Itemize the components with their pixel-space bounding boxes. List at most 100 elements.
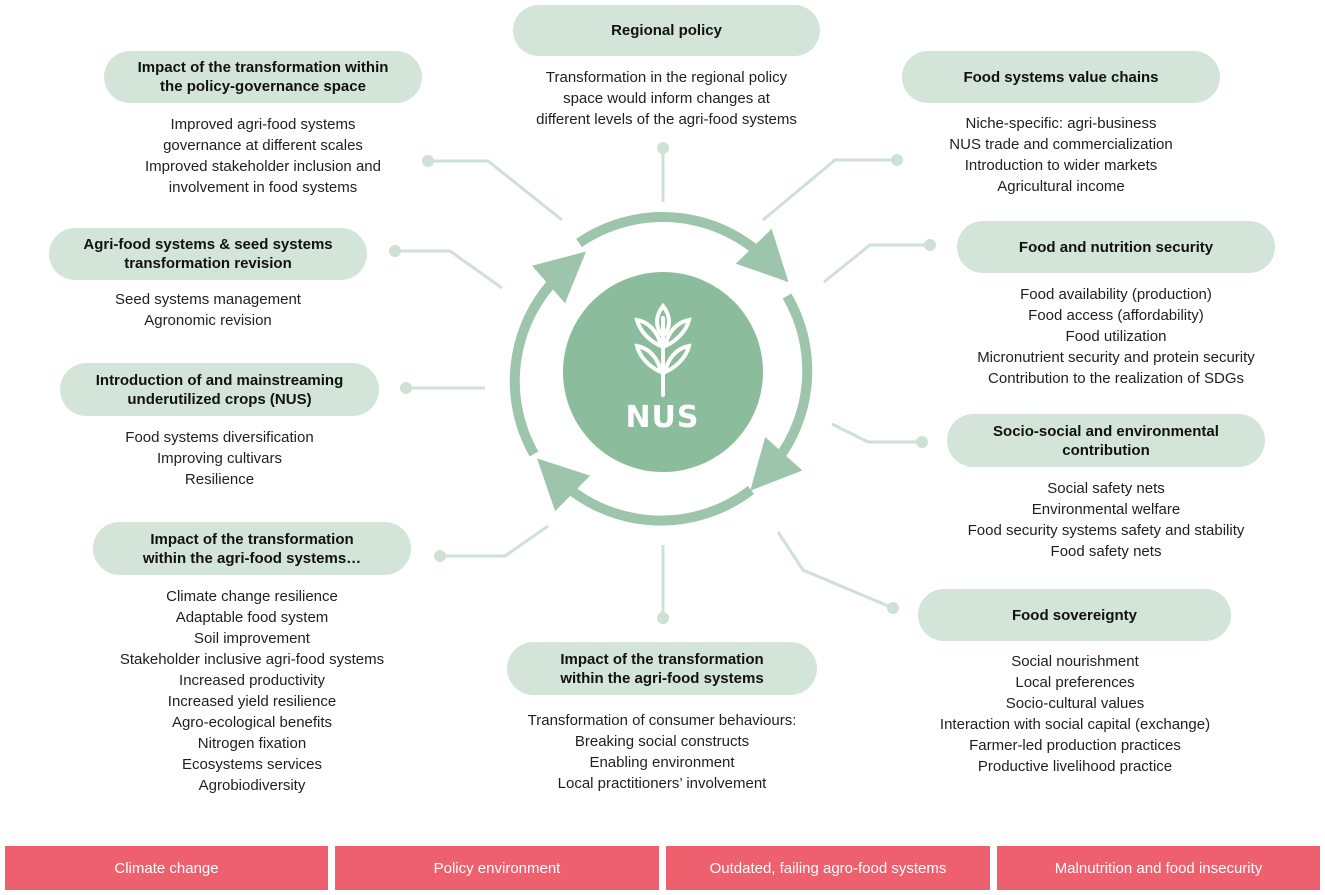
items-nutrition-security: Food availability (production) Food acce… bbox=[944, 284, 1288, 389]
cycle-arrows bbox=[509, 212, 813, 526]
items-value-chains: Niche-specific: agri-business NUS trade … bbox=[902, 113, 1220, 197]
box-title-line: Introduction of and mainstreaming bbox=[95, 371, 344, 389]
list-item: Transformation of consumer behaviours: bbox=[527, 712, 797, 729]
list-item: Social safety nets bbox=[1047, 480, 1165, 497]
items-sovereignty: Social nourishment Local preferences Soc… bbox=[900, 651, 1250, 777]
bottom-bar-label: Malnutrition and food insecurity bbox=[1054, 859, 1263, 877]
box-title-line: Impact of the transformation bbox=[150, 530, 354, 548]
box-seed-systems: Agri-food systems & seed systems transfo… bbox=[49, 228, 367, 280]
bottom-bar-label: Outdated, failing agro-food systems bbox=[709, 859, 947, 877]
list-item: Niche-specific: agri-business bbox=[965, 115, 1157, 132]
box-value-chains-title: Food systems value chains bbox=[963, 68, 1159, 86]
box-title-line: Impact of the transformation within bbox=[137, 59, 389, 76]
box-regional-policy: Regional policy bbox=[513, 5, 820, 56]
connector-nutrition bbox=[823, 243, 930, 284]
box-sovereignty-title: Food sovereignty bbox=[1011, 606, 1138, 624]
box-nutrition-security: Food and nutrition security bbox=[957, 221, 1275, 273]
connector-sovereignty bbox=[776, 531, 894, 610]
items-regional-policy: Transformation in the regional policy sp… bbox=[513, 67, 820, 130]
box-regional-policy-title: Regional policy bbox=[611, 22, 722, 39]
center-label: NUS bbox=[625, 400, 700, 435]
list-item: Soil improvement bbox=[194, 630, 310, 647]
items-policy-governance: Improved agri-food systems governance at… bbox=[104, 114, 422, 198]
items-socio-env: Social safety nets Environmental welfare… bbox=[926, 478, 1286, 562]
box-title-line: underutilized crops (NUS) bbox=[127, 390, 312, 408]
list-item: Enabling environment bbox=[589, 754, 735, 771]
list-item: Improved agri-food systems bbox=[170, 116, 356, 133]
box-policy-governance: Impact of the transformation within the … bbox=[104, 51, 422, 103]
bottom-bar-climate-change: Climate change bbox=[5, 846, 328, 890]
list-item: Interaction with social capital (exchang… bbox=[939, 716, 1211, 733]
bottom-bar-label: Climate change bbox=[114, 859, 219, 877]
bottom-bar-policy-environment: Policy environment bbox=[335, 846, 659, 890]
list-item: Food access (affordability) bbox=[1028, 307, 1204, 324]
connector-policy-governance bbox=[428, 159, 563, 222]
list-item: Ecosystems services bbox=[181, 756, 323, 773]
list-item: Agronomic revision bbox=[144, 312, 272, 329]
connector-value-chains bbox=[762, 158, 897, 222]
cycle-arrow-top bbox=[576, 212, 789, 283]
list-item: Stakeholder inclusive agri-food systems bbox=[119, 651, 385, 668]
list-item: Micronutrient security and protein secur… bbox=[977, 349, 1255, 366]
items-mainstreaming: Food systems diversification Improving c… bbox=[60, 427, 379, 490]
box-nutrition-security-title: Food and nutrition security bbox=[1018, 238, 1214, 256]
list-item: Agrobiodiversity bbox=[198, 777, 306, 794]
box-title-line: within the agri-food systems bbox=[560, 669, 764, 687]
wheat-icon bbox=[634, 302, 692, 397]
list-item: Agro-ecological benefits bbox=[171, 714, 333, 731]
box-title-line: the policy-governance space bbox=[160, 78, 366, 95]
items-agrifood-impact-left: Climate change resilience Adaptable food… bbox=[70, 586, 434, 796]
list-item: Breaking social constructs bbox=[574, 733, 750, 750]
list-item: different levels of the agri-food system… bbox=[536, 111, 797, 128]
bottom-bar-label: Policy environment bbox=[433, 859, 561, 877]
list-item: Food safety nets bbox=[1050, 543, 1162, 560]
cycle-arrow-right bbox=[750, 293, 813, 491]
list-item: Environmental welfare bbox=[1031, 501, 1181, 518]
connector-lines bbox=[395, 148, 930, 618]
list-item: NUS trade and commercialization bbox=[949, 136, 1173, 153]
box-sovereignty: Food sovereignty bbox=[918, 589, 1231, 641]
items-agrifood-impact-bottom: Transformation of consumer behaviours: B… bbox=[487, 710, 837, 794]
list-item: Farmer-led production practices bbox=[969, 737, 1181, 754]
box-agrifood-impact-left: Impact of the transformation within the … bbox=[93, 522, 411, 575]
box-agrifood-impact-bottom: Impact of the transformation within the … bbox=[507, 642, 817, 695]
list-item: governance at different scales bbox=[163, 137, 363, 154]
list-item: Agricultural income bbox=[997, 178, 1125, 195]
box-socio-env: Socio-social and environmental contribut… bbox=[947, 414, 1265, 467]
connector-dots bbox=[389, 142, 936, 624]
list-item: Improving cultivars bbox=[156, 450, 283, 467]
box-title-line: within the agri-food systems… bbox=[142, 549, 362, 567]
list-item: Food security systems safety and stabili… bbox=[967, 522, 1245, 539]
box-title-line: contribution bbox=[1062, 441, 1150, 459]
list-item: Climate change resilience bbox=[166, 588, 338, 605]
connector-seed-systems bbox=[395, 249, 503, 290]
list-item: Food availability (production) bbox=[1020, 286, 1212, 303]
box-title-line: transformation revision bbox=[124, 255, 292, 272]
connector-agrifood-left bbox=[440, 524, 549, 558]
list-item: Productive livelihood practice bbox=[977, 758, 1173, 775]
connector-socio-env bbox=[831, 422, 922, 444]
items-seed-systems: Seed systems management Agronomic revisi… bbox=[49, 289, 367, 331]
list-item: Increased yield resilience bbox=[167, 693, 337, 710]
list-item: Food utilization bbox=[1065, 328, 1167, 345]
box-title-line: Agri-food systems & seed systems bbox=[83, 236, 333, 253]
list-item: space would inform changes at bbox=[563, 90, 770, 107]
list-item: Improved stakeholder inclusion and bbox=[145, 158, 381, 175]
list-item: Seed systems management bbox=[115, 291, 301, 308]
cycle-arrow-left bbox=[509, 251, 587, 457]
cycle-arrow-bottom bbox=[537, 458, 755, 526]
list-item: Contribution to the realization of SDGs bbox=[988, 370, 1244, 387]
box-title-line: Socio-social and environmental bbox=[993, 422, 1219, 440]
list-item: Introduction to wider markets bbox=[964, 157, 1158, 174]
list-item: Food systems diversification bbox=[125, 429, 314, 446]
list-item: Adaptable food system bbox=[175, 609, 329, 626]
list-item: Social nourishment bbox=[1011, 653, 1139, 670]
list-item: Local practitioners’ involvement bbox=[557, 775, 767, 792]
list-item: Increased productivity bbox=[179, 672, 325, 689]
list-item: Local preferences bbox=[1015, 674, 1135, 691]
box-value-chains: Food systems value chains bbox=[902, 51, 1220, 103]
list-item: involvement in food systems bbox=[168, 179, 358, 196]
list-item: Transformation in the regional policy bbox=[545, 69, 788, 86]
